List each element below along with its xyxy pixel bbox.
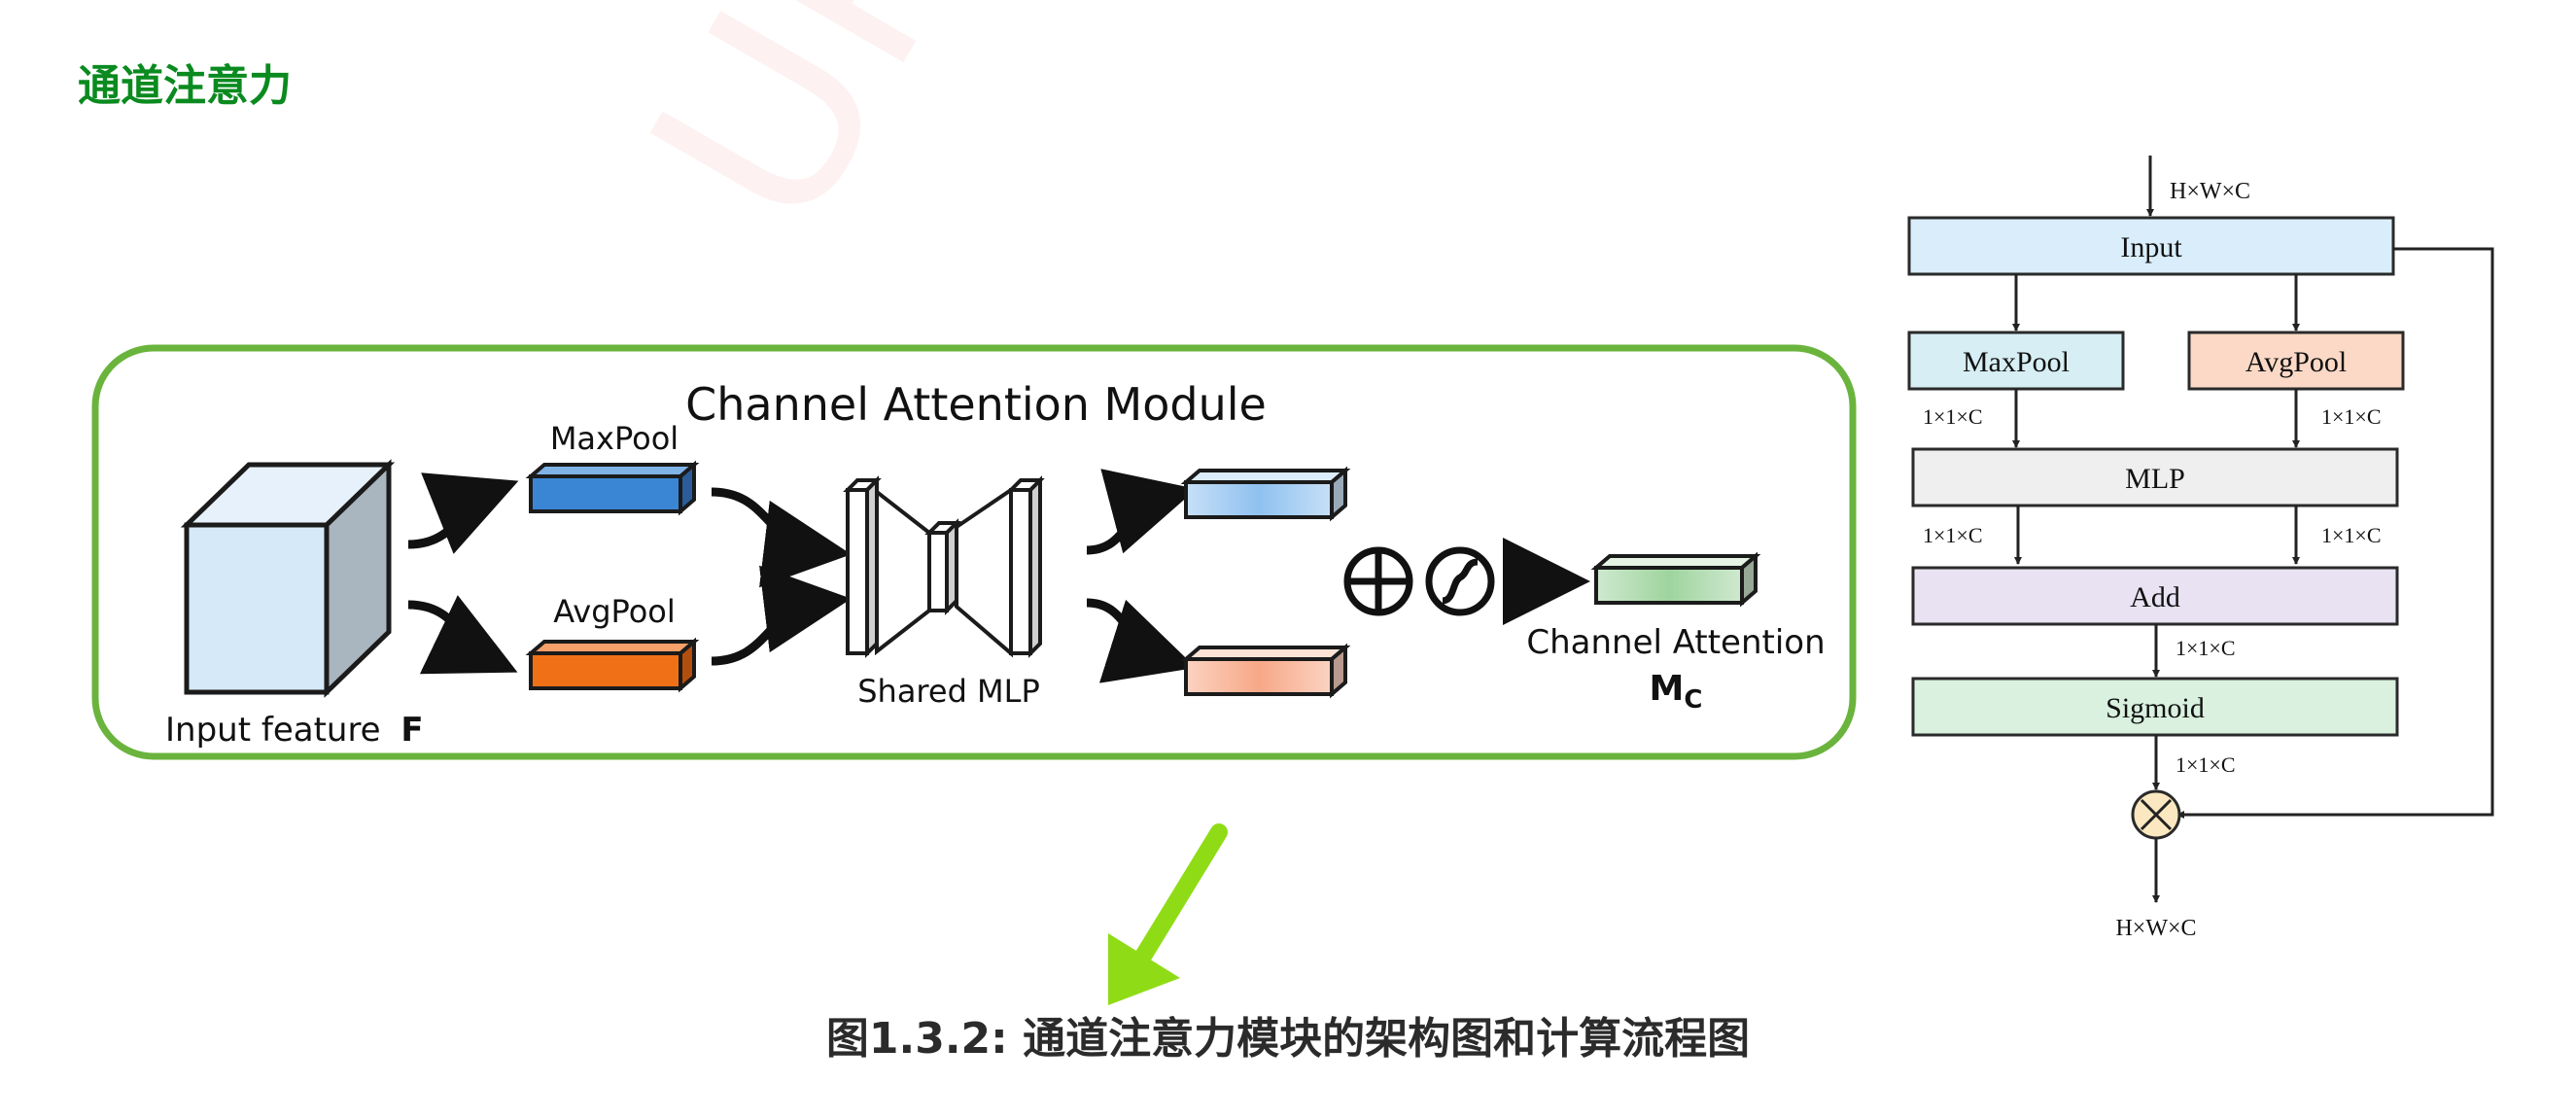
- flow-maxpool-box: [1907, 331, 2125, 391]
- flow-add-label: Add: [2130, 581, 2180, 613]
- avgpool-label: AvgPool: [553, 593, 675, 630]
- flow-dim-add: 1×1×C: [2176, 636, 2236, 660]
- flow-mlp-box: [1911, 447, 2399, 507]
- figure-caption: 图1.3.2: 通道注意力模块的架构图和计算流程图: [825, 1014, 1751, 1064]
- flow-input-label: Input: [2120, 231, 2182, 263]
- flow-dim-mlp-left: 1×1×C: [1923, 523, 1983, 547]
- flow-avgpool-label: AvgPool: [2245, 346, 2347, 378]
- module-title: Channel Attention Module: [685, 378, 1267, 431]
- shared-mlp: [843, 475, 1045, 658]
- sigmoid-icon: [1425, 546, 1495, 616]
- arrow-cube-to-maxpool: [407, 472, 519, 554]
- flow-input-box: [1907, 216, 2395, 276]
- shared-mlp-label: Shared MLP: [857, 673, 1040, 710]
- arrow-avgpool-to-mlp: [711, 565, 852, 666]
- input-feature-label: Input feature F: [165, 711, 424, 750]
- maxpool-bar: [525, 460, 700, 516]
- arrow-mlp-to-peach-output: [1086, 598, 1197, 683]
- channel-attention-symbol: MC: [1650, 669, 1703, 715]
- flow-input-dims: H×W×C: [2170, 179, 2250, 204]
- arrow-cube-to-avgpool: [407, 595, 518, 675]
- element-wise-sum-icon: [1343, 546, 1413, 616]
- flow-maxpool-label: MaxPool: [1963, 346, 2070, 378]
- flow-dim-sigmoid: 1×1×C: [2176, 752, 2236, 777]
- section-title: 通道注意力: [78, 61, 292, 111]
- multiply-icon: [2131, 789, 2181, 840]
- flow-dim-pool-left: 1×1×C: [1923, 404, 1983, 429]
- flow-mlp-label: MLP: [2125, 463, 2185, 495]
- mlp-output-bar-peach: [1180, 643, 1351, 699]
- module-border: [91, 344, 1857, 760]
- flow-sigmoid-label: Sigmoid: [2106, 692, 2205, 724]
- channel-attention-label: Channel Attention: [1526, 623, 1825, 662]
- mlp-output-bar-blue: [1180, 466, 1351, 522]
- pointer-arrow: [1108, 823, 1228, 1005]
- flow-dim-pool-right: 1×1×C: [2321, 404, 2382, 429]
- flow-dim-mlp-right: 1×1×C: [2321, 523, 2382, 547]
- flow-output-dims: H×W×C: [2115, 916, 2196, 941]
- arrow-maxpool-to-mlp: [711, 487, 852, 588]
- arrow-mlp-to-blue-output: [1086, 469, 1197, 555]
- flow-add-box: [1911, 566, 2399, 626]
- flow-avgpool-box: [2187, 331, 2405, 391]
- channel-attention-bar: [1590, 551, 1761, 608]
- maxpool-label: MaxPool: [550, 420, 679, 457]
- avgpool-bar: [525, 637, 700, 693]
- input-feature-cube: [180, 459, 396, 698]
- flow-skip-connection: [2176, 247, 2494, 819]
